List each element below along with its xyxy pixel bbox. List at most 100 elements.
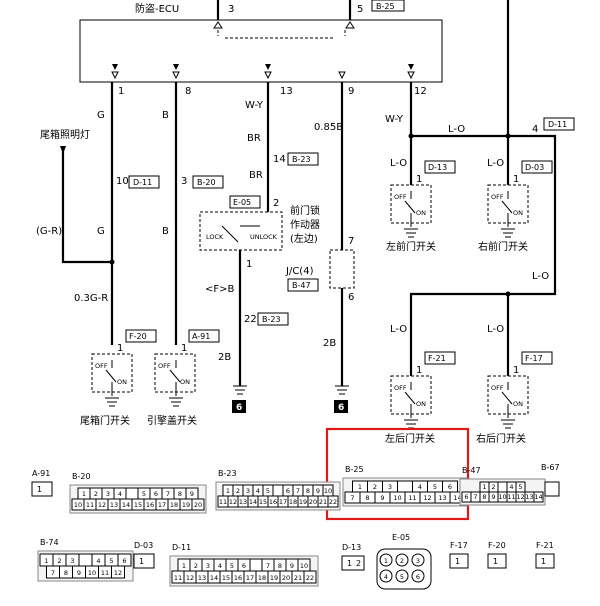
connector-b67: B-67	[541, 463, 560, 497]
ground-icon	[105, 397, 119, 407]
wire-label-fb: <F>B	[205, 284, 235, 295]
switch-symbol	[404, 191, 416, 227]
connector-pin-label: 14	[122, 501, 130, 509]
switch-off: OFF	[158, 362, 171, 370]
connector-name: B-74	[40, 538, 59, 547]
switch-off: OFF	[394, 384, 407, 392]
connector-pin-label: 12	[98, 501, 106, 509]
connector-pin-label: 13	[525, 493, 533, 501]
connector-pin-label: 9	[491, 493, 495, 501]
wire-label-b2: B	[162, 226, 169, 237]
ecu-top-conn: B-25	[376, 2, 395, 11]
connector-pin-label: 6	[242, 562, 246, 570]
connector-pin-label: 17	[158, 501, 166, 509]
connector-pin-label: 4	[384, 573, 388, 581]
ecu-pin-12: 12	[414, 86, 427, 97]
switch-off: OFF	[394, 193, 407, 201]
connector-pin	[125, 487, 139, 500]
connector-pin-label: 9	[190, 490, 194, 498]
ground-icon-b	[335, 385, 349, 395]
actuator-lock: LOCK	[206, 233, 224, 241]
connector-pin-label: 4	[118, 490, 122, 498]
switch-pin: 1	[416, 174, 422, 185]
switch-pin: 1	[513, 365, 519, 376]
ecu-pin-13: 13	[280, 86, 293, 97]
jpin-10: 10	[116, 176, 129, 187]
switch-conn-box	[521, 351, 553, 365]
switch-pin: 1	[416, 365, 422, 376]
connector-pin	[78, 553, 93, 567]
switch-on: ON	[513, 209, 523, 217]
ecu-markers	[111, 21, 415, 80]
switch-on: ON	[513, 400, 523, 408]
switch-name: 左前门开关	[386, 240, 436, 253]
connector-pin-label: 1	[358, 483, 362, 491]
connector-pin-label: 8	[64, 569, 68, 577]
connector-pin	[411, 553, 425, 567]
connector-pin-label: 22	[329, 498, 337, 506]
connector-pin-label: 12	[229, 498, 237, 506]
wire-label-lo-lr: L-O	[390, 324, 407, 335]
switch-conn-box	[188, 329, 220, 343]
connector-pin-label: 20	[309, 498, 317, 506]
connector-pin-label: 5	[400, 573, 404, 581]
connector-pin	[249, 558, 263, 572]
ground-icon	[501, 228, 515, 238]
connector-pin-label: 2	[94, 490, 98, 498]
connector-name: B-23	[218, 469, 237, 478]
connector-pin-label: 15	[222, 574, 230, 582]
jc-conn: B-47	[292, 281, 311, 290]
connector-pin-label: 4	[418, 483, 422, 491]
connector-f21: F-211	[535, 541, 555, 569]
jconn-b20-box	[192, 175, 224, 189]
wire-label-wy2: W-Y	[385, 114, 404, 125]
connector-body	[31, 481, 53, 497]
connector-pin-label: 6	[122, 557, 126, 565]
switch-pin: 1	[117, 343, 123, 354]
connector-pin-label: 8	[306, 487, 310, 495]
connector-name: D-11	[172, 543, 191, 552]
connector-pin-label: 21	[319, 498, 327, 506]
connector-pin-label: 8	[178, 490, 182, 498]
connector-name: B-67	[541, 463, 560, 472]
connector-pin-label: 11	[86, 501, 94, 509]
actuator-label-2: 作动器	[290, 219, 320, 231]
wire-lo-rear	[409, 134, 557, 385]
switch-symbol	[105, 360, 117, 396]
switch-name: 左后门开关	[385, 432, 435, 445]
connector-f17: F-171	[449, 541, 469, 569]
connector-pin-label: 1	[347, 559, 352, 568]
connector-pin	[397, 480, 413, 493]
connector-pin-label: 3	[388, 483, 392, 491]
connector-pin	[111, 565, 125, 579]
jconn-d11b-box	[543, 117, 575, 131]
jconn-b20: B-20	[197, 178, 216, 187]
connector-pin-label: 7	[350, 494, 354, 502]
connector-name: E-05	[392, 533, 410, 542]
connector-body	[544, 481, 560, 497]
actuator-unlock: UNLOCK	[250, 233, 278, 241]
highlight-box	[325, 427, 470, 521]
wire-label-g2: G	[97, 226, 105, 237]
jconn-b23-box	[287, 152, 319, 166]
switch-conn: F-21	[428, 354, 446, 363]
wire-label-2b-a: 2B	[218, 352, 231, 363]
connector-name: F-21	[536, 541, 554, 550]
ground-icon	[501, 419, 515, 429]
actuator-label-1: 前门锁	[290, 204, 320, 217]
ground-num-b: 6	[338, 403, 344, 413]
connector-pin-label: 1	[384, 557, 388, 565]
connector-pin-label: 18	[170, 501, 178, 509]
connector-pin-label: 4	[218, 562, 222, 570]
connector-body	[487, 553, 507, 569]
connector-a91: A-911	[31, 469, 53, 497]
switch-conn: F-20	[129, 332, 147, 341]
connector-pin	[379, 553, 393, 567]
connector-pin	[191, 498, 205, 511]
connector-pin-label: 12	[186, 574, 194, 582]
connector-pin-label: 1	[44, 557, 48, 565]
connector-pin-label: 15	[134, 501, 142, 509]
